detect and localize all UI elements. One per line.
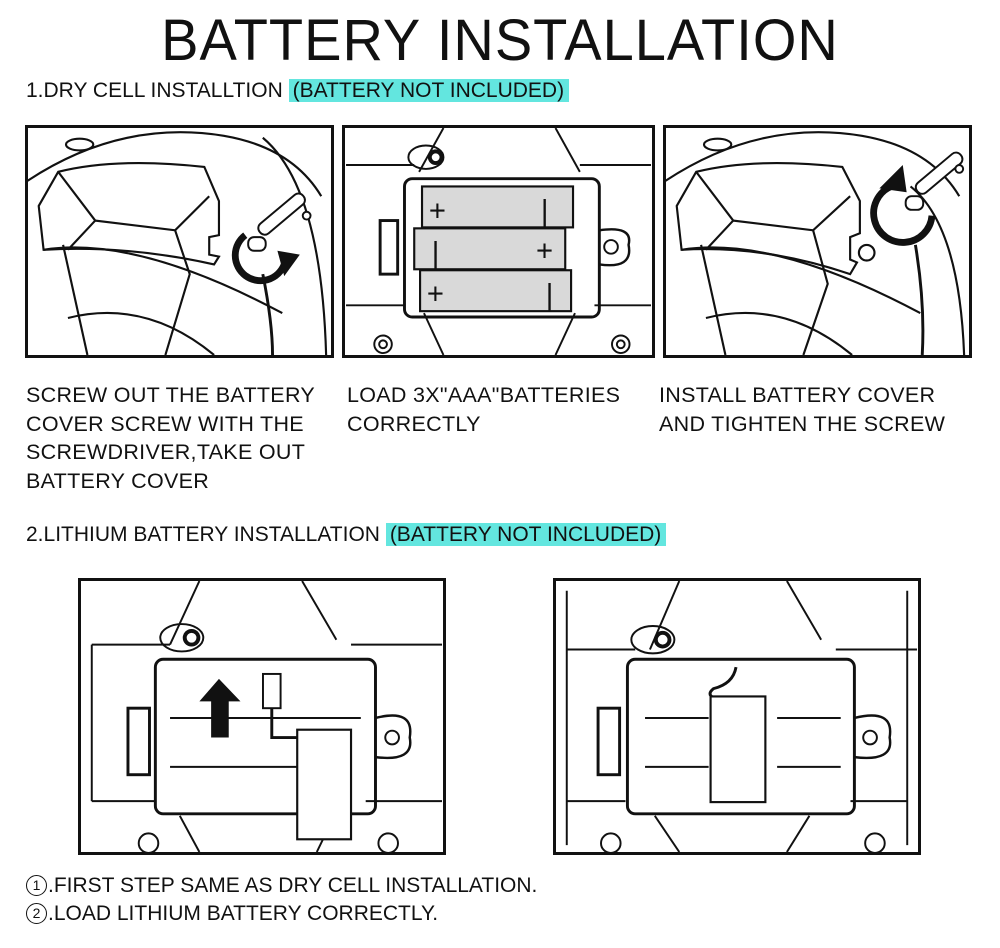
polarity-plus: + — [427, 278, 444, 310]
note-2: 2.LOAD LITHIUM BATTERY CORRECTLY. — [26, 900, 537, 928]
lithium-loaded-drawing — [565, 581, 918, 852]
lithium-step2-illustration — [553, 578, 921, 855]
step2-illustration: + | | + + | — [342, 125, 655, 358]
screwdriver-icon — [247, 192, 312, 252]
section2-highlight-badge: (BATTERY NOT INCLUDED) — [385, 523, 667, 546]
step3-illustration — [663, 125, 972, 358]
note-marker-1: 1 — [26, 875, 47, 896]
step2-caption: LOAD 3X"AAA"BATTERIES CORRECTLY — [347, 383, 621, 436]
polarity-plus: + — [429, 196, 446, 228]
lithium-battery-pack — [709, 695, 767, 804]
aaa-battery-2 — [413, 227, 567, 271]
aaa-battery-cells — [413, 185, 575, 313]
clockwise-arrow-icon — [870, 165, 936, 246]
page-title: BATTERY INSTALLATION — [161, 6, 839, 73]
aaa-battery-1 — [420, 185, 575, 229]
section2-heading-text: 2.LITHIUM BATTERY INSTALLATION — [26, 523, 380, 546]
polarity-minus: | — [432, 237, 440, 269]
section1-heading: 1.DRY CELL INSTALLTION (BATTERY NOT INCL… — [26, 78, 570, 104]
helmet-cover-drawing-unscrew — [28, 131, 328, 355]
polarity-minus: | — [546, 279, 554, 311]
counterclockwise-arrow-icon — [231, 232, 300, 285]
step3-caption: INSTALL BATTERY COVER AND TIGHTEN THE SC… — [659, 383, 946, 436]
note-1: 1.FIRST STEP SAME AS DRY CELL INSTALLATI… — [26, 872, 537, 900]
aaa-battery-3 — [419, 269, 573, 313]
step1-illustration — [25, 125, 334, 358]
section1-highlight-badge: (BATTERY NOT INCLUDED) — [288, 79, 570, 102]
battery-box-aaa-drawing: + | | + + | — [346, 128, 651, 355]
lithium-notes: 1.FIRST STEP SAME AS DRY CELL INSTALLATI… — [26, 872, 537, 928]
lithium-step1-illustration — [78, 578, 446, 855]
note-text-1: .FIRST STEP SAME AS DRY CELL INSTALLATIO… — [48, 874, 538, 897]
lithium-battery-pack — [296, 728, 353, 841]
section2-heading: 2.LITHIUM BATTERY INSTALLATION (BATTERY … — [26, 522, 667, 548]
polarity-plus: + — [536, 235, 553, 267]
helmet-cover-drawing-tighten — [666, 131, 966, 355]
note-marker-2: 2 — [26, 903, 47, 924]
screwdriver-icon — [904, 151, 965, 211]
section1-heading-text: 1.DRY CELL INSTALLTION — [26, 79, 283, 102]
step1-caption: SCREW OUT THE BATTERY COVER SCREW WITH T… — [26, 383, 316, 493]
lithium-insert-drawing — [90, 581, 443, 852]
polarity-minus: | — [541, 196, 549, 228]
up-arrow-icon — [199, 678, 241, 738]
note-text-2: .LOAD LITHIUM BATTERY CORRECTLY. — [48, 902, 439, 925]
